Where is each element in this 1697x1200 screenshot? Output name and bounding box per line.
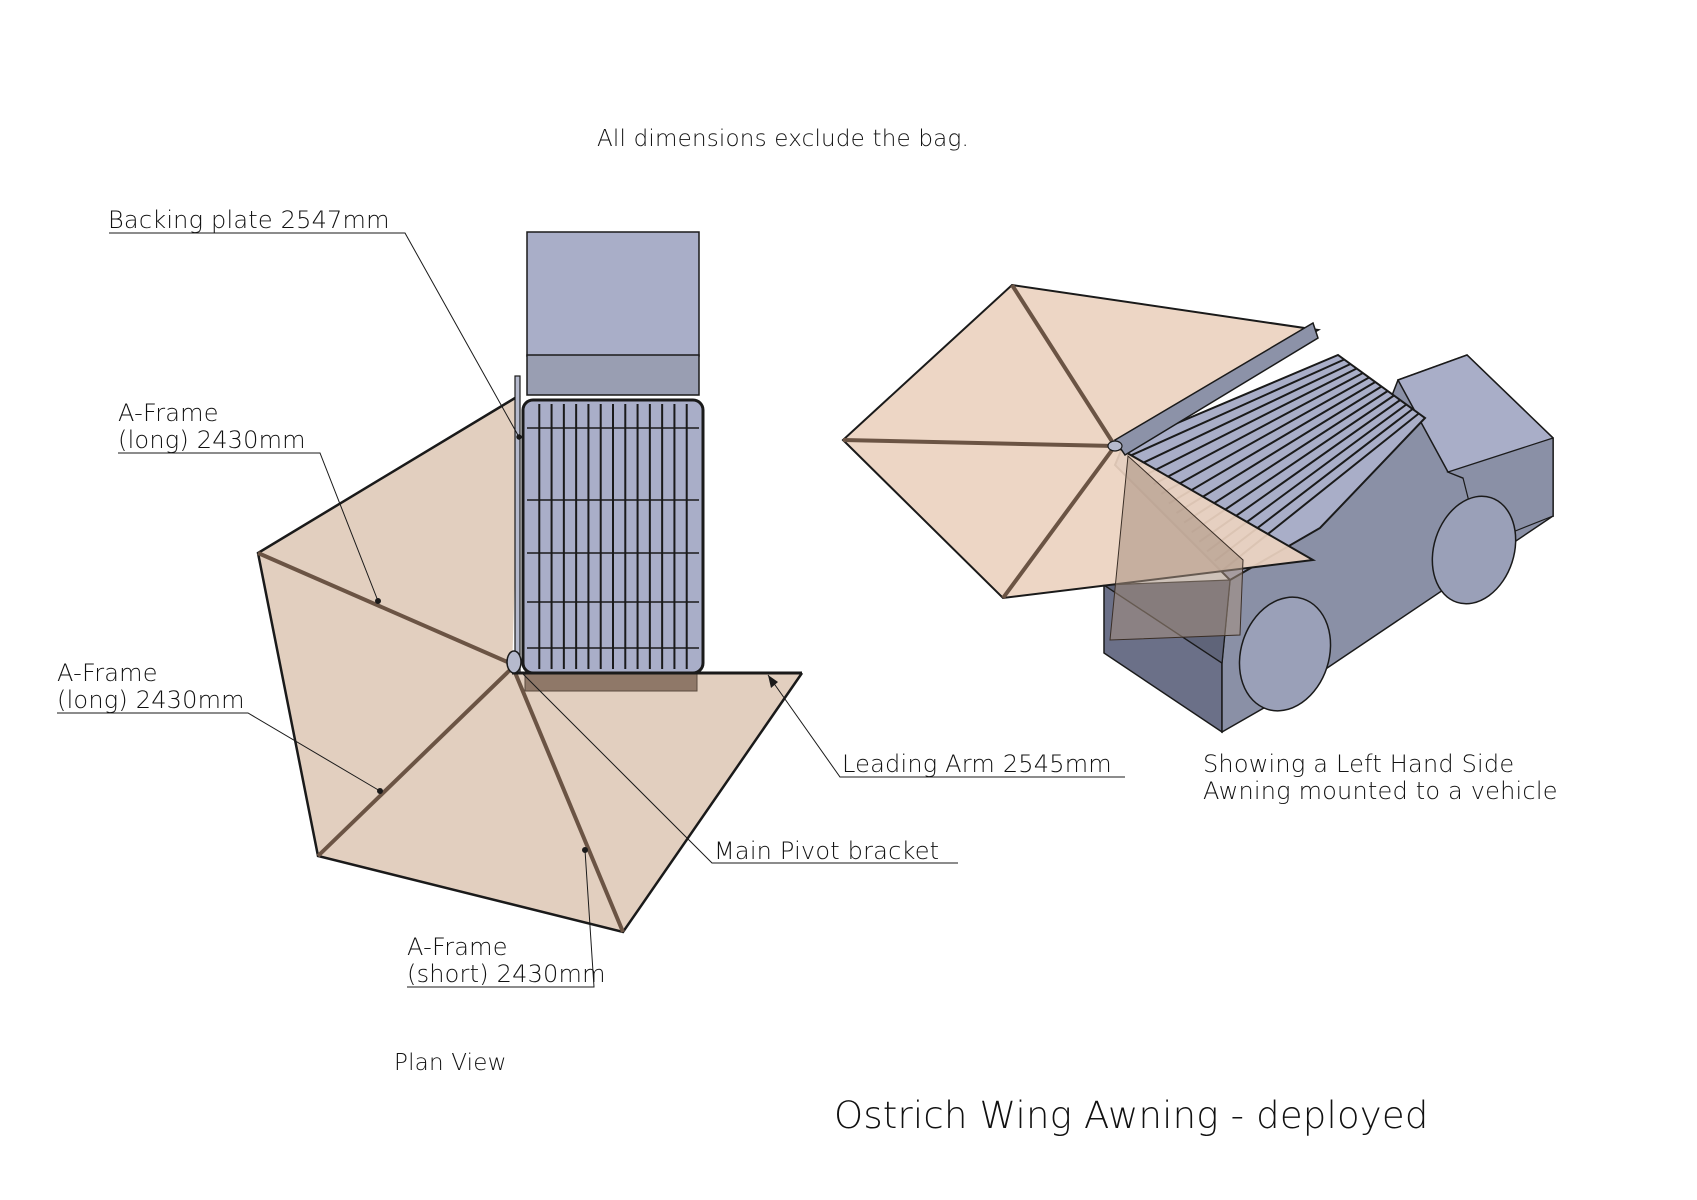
wheel-front (1431, 495, 1517, 605)
a-frame-long-1-rib (257, 551, 513, 666)
leader-dot-afl1 (375, 598, 381, 604)
callout-a-frame-long-1-line-2: (long) 2430mm (118, 426, 306, 454)
iso-rib-3 (1001, 444, 1117, 600)
iso-rack-slat (1175, 385, 1383, 514)
main-pivot-bracket (506, 650, 522, 674)
callout-a-frame-long-2-line-2: (long) 2430mm (57, 686, 245, 714)
isometric-view (841, 283, 1554, 734)
leader-dot-afs (582, 847, 588, 853)
leader-dot-backing (516, 434, 522, 440)
callout-backing-plate-line-1: Backing plate 2547mm (108, 206, 390, 234)
iso-view-caption-line-2: Awning mounted to a vehicle (1203, 777, 1558, 805)
plan-view-caption: Plan View (394, 1050, 507, 1076)
iso-rack-slat (1168, 381, 1376, 505)
callout-a-frame-long-1: A-Frame (long) 2430mm (118, 400, 306, 454)
dimensions-note: All dimensions exclude the bag. (597, 126, 969, 152)
vehicle-cab-top (526, 231, 700, 357)
callout-a-frame-short: A-Frame (short) 2430mm (407, 934, 606, 988)
backing-plate (514, 375, 521, 674)
iso-pivot (1107, 440, 1123, 452)
callout-a-frame-short-line-1: A-Frame (407, 933, 508, 961)
iso-awning-bag-rail (1113, 321, 1319, 457)
leader-leading-arm (767, 674, 1125, 778)
callout-leading-arm: Leading Arm 2545mm (842, 751, 1112, 778)
iso-view-caption-line-1: Showing a Left Hand Side (1203, 750, 1515, 778)
leader-main-pivot (521, 672, 958, 864)
vehicle-windscreen (526, 354, 700, 396)
callout-main-pivot: Main Pivot bracket (714, 838, 939, 865)
callout-a-frame-long-2-line-1: A-Frame (57, 659, 158, 687)
leader-a-frame-short (407, 849, 595, 988)
iso-rack-slat (1183, 390, 1389, 524)
iso-rack-slat (1137, 363, 1351, 467)
iso-view-caption: Showing a Left Hand Side Awning mounted … (1203, 751, 1558, 805)
callout-a-frame-short-line-2: (short) 2430mm (407, 960, 606, 988)
a-frame-long-2-rib (316, 666, 514, 858)
roof-rack-slats (527, 404, 699, 669)
leader-arrowhead (768, 675, 778, 688)
iso-rib-2 (842, 438, 1116, 448)
awning-fabric (258, 395, 802, 932)
iso-rack-slat (1145, 367, 1358, 476)
callout-a-frame-long-2: A-Frame (long) 2430mm (57, 660, 245, 714)
callout-a-frame-long-1-line-1: A-Frame (118, 399, 219, 427)
iso-rib-1 (1010, 283, 1117, 448)
leader-backing-plate (109, 232, 520, 438)
callout-backing-plate: Backing plate 2547mm (108, 207, 390, 234)
drawing-title: Ostrich Wing Awning - deployed (834, 1094, 1429, 1137)
callout-main-pivot-line-1: Main Pivot bracket (714, 837, 940, 865)
callout-leading-arm-line-1: Leading Arm 2545mm (842, 750, 1112, 778)
iso-rack-slat (1153, 372, 1364, 486)
leader-dot-afl2 (377, 788, 383, 794)
wheel-rear (1238, 596, 1332, 712)
rack-shadow (524, 672, 698, 692)
a-frame-short-rib (512, 669, 625, 933)
iso-rack-slat (1160, 376, 1370, 495)
plan-view (57, 231, 1125, 988)
leader-a-frame-long-2 (57, 712, 381, 792)
leader-a-frame-long-1 (118, 452, 379, 602)
iso-awning-wall (1109, 454, 1244, 641)
iso-rack-slat (1130, 358, 1345, 457)
